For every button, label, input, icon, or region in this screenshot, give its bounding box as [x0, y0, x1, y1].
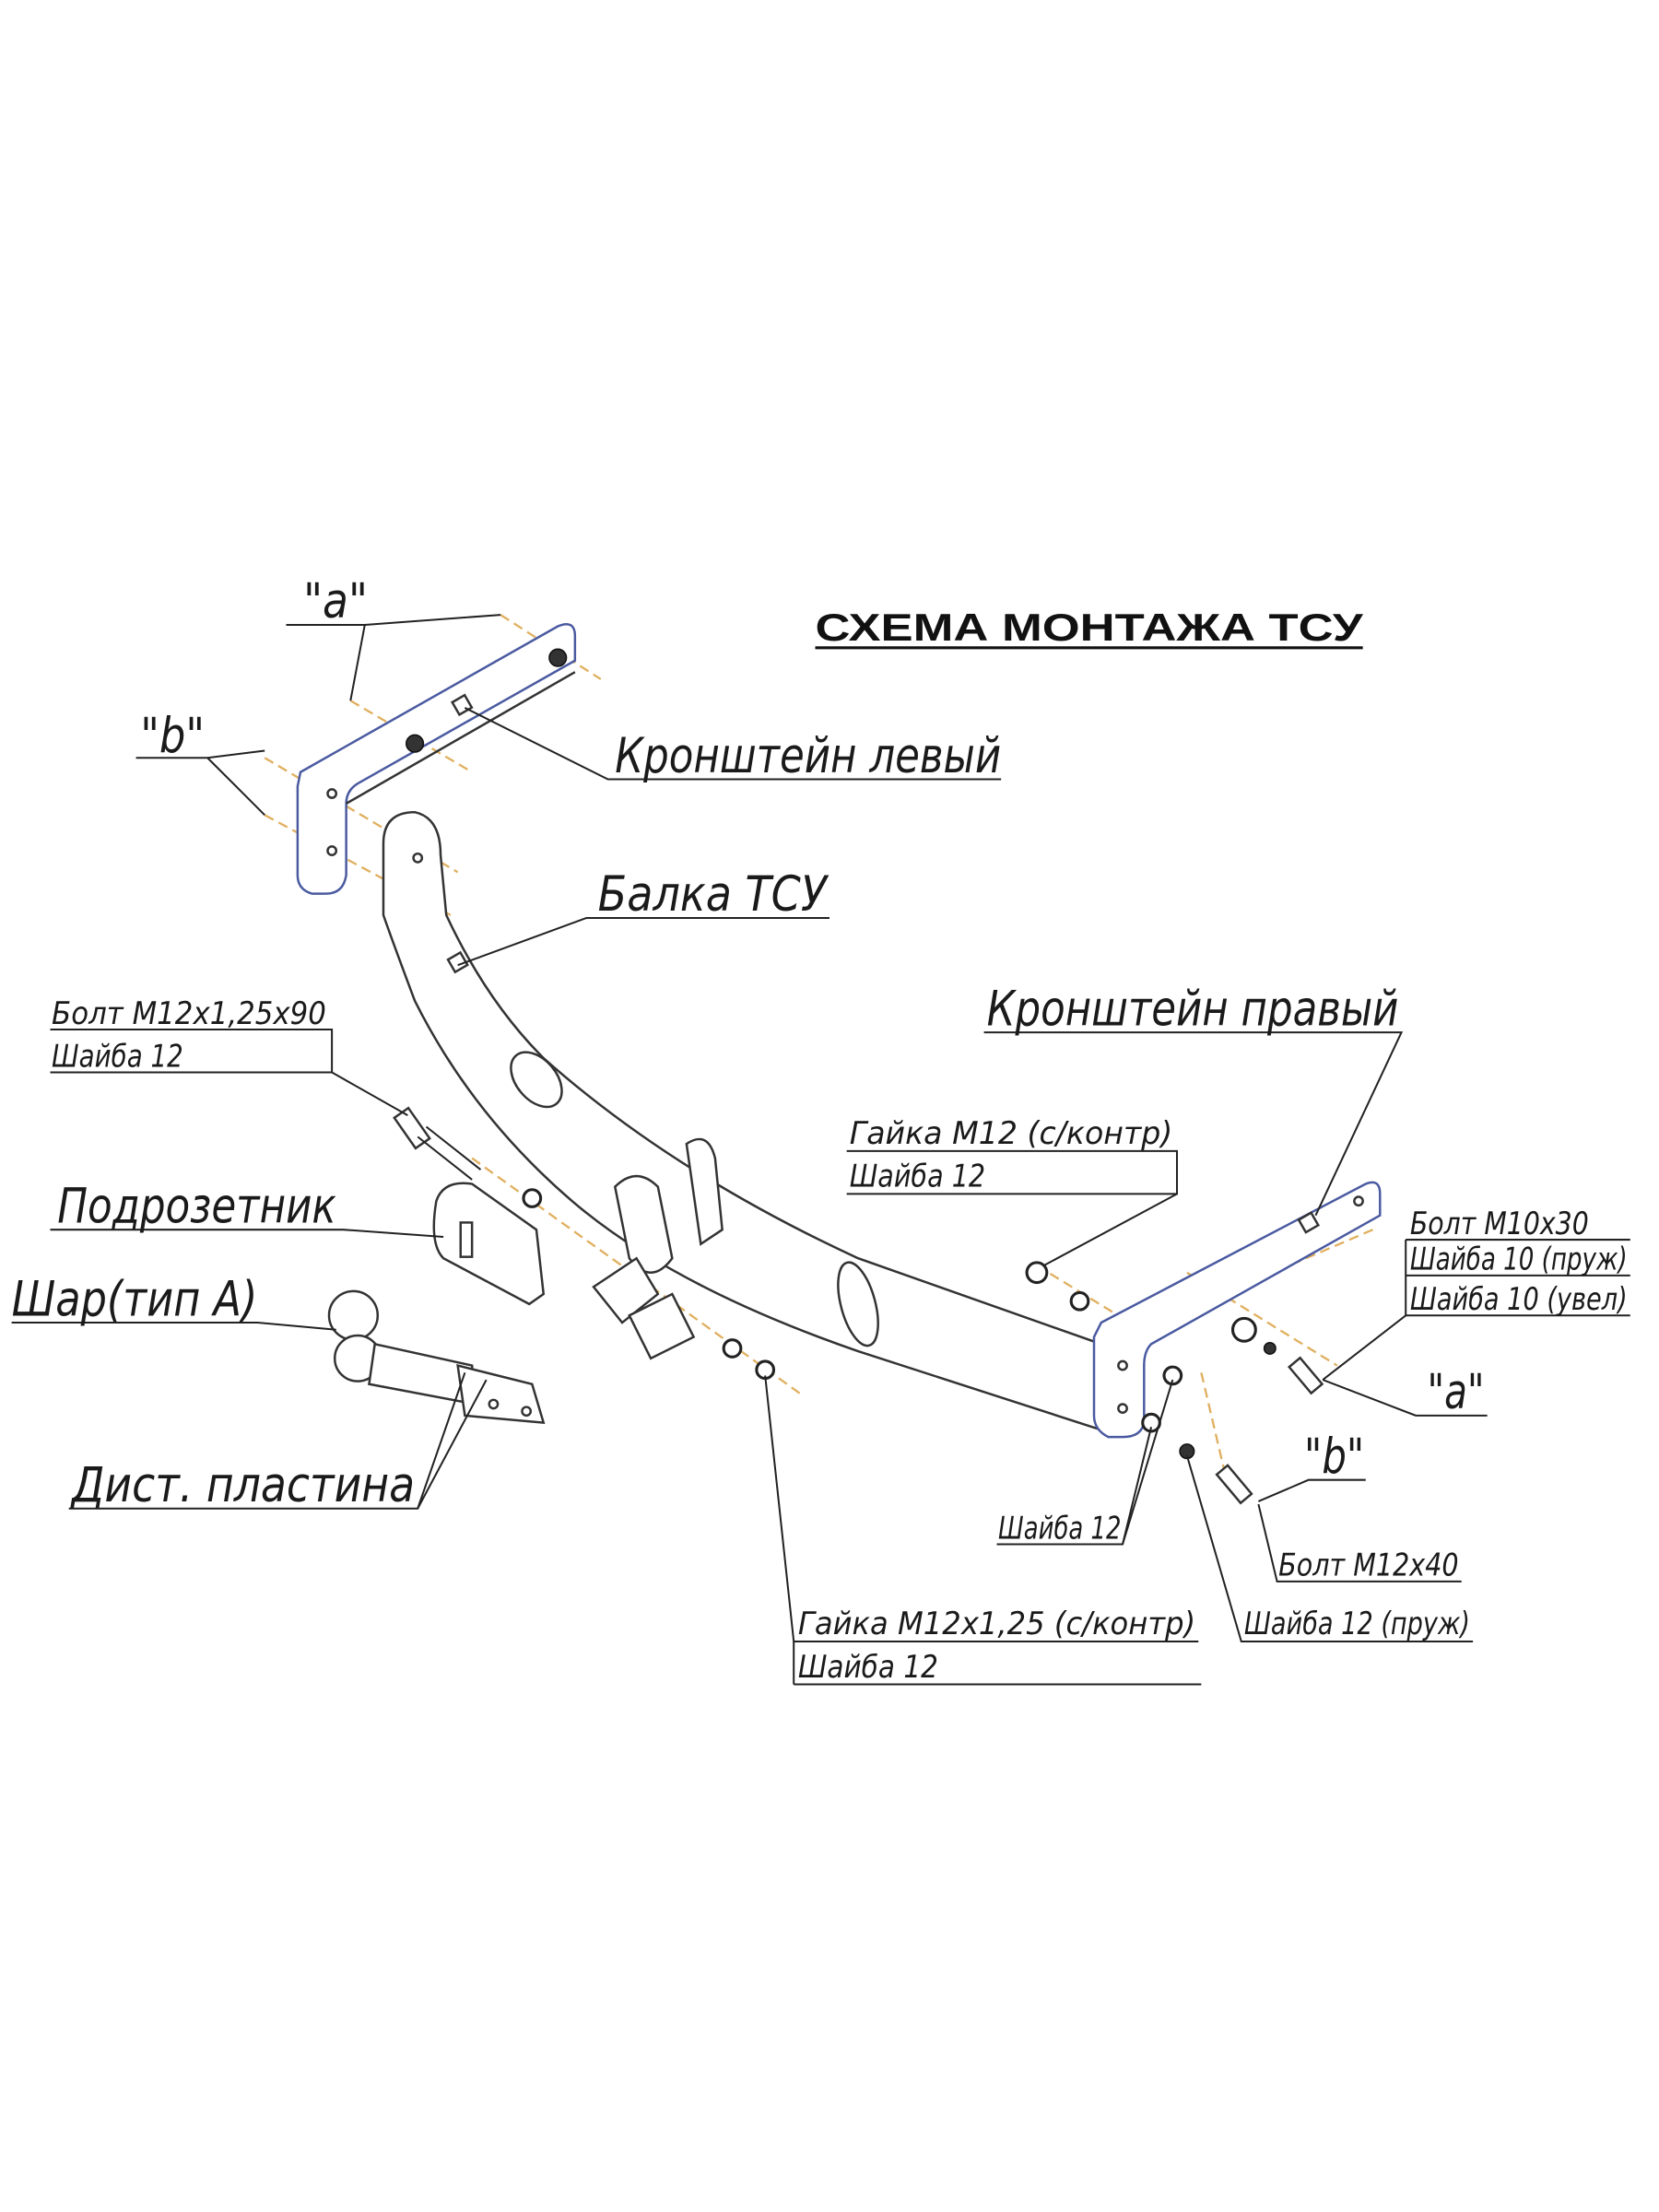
label-bolt-m12x125x90: Болт M12x1,25x90	[52, 995, 326, 1032]
label-washer-10-wide: Шайба 10 (увел)	[1410, 1281, 1628, 1318]
label-b-right: "b"	[1304, 1429, 1364, 1485]
label-socket-plate: Подрозетник	[57, 1178, 336, 1234]
label-washer-12-right: Шайба 12	[998, 1510, 1121, 1547]
label-a-top: "a"	[303, 573, 368, 629]
fasteners	[393, 1106, 1324, 1505]
label-bracket-left: Кронштейн левый	[615, 728, 1001, 784]
label-bolt-m10x30: Болт M10x30	[1410, 1206, 1589, 1242]
diagram-title: СХЕМА МОНТАЖА ТСУ	[815, 606, 1363, 649]
label-washer-10-spring: Шайба 10 (пруж)	[1410, 1241, 1628, 1278]
label-nut-m12: Гайка M12 (с/контр)	[850, 1115, 1173, 1152]
left-bracket	[296, 623, 577, 895]
label-a-right: "a"	[1427, 1364, 1484, 1420]
label-washer-12-bottom: Шайба 12	[798, 1649, 938, 1686]
label-b-left: "b"	[140, 708, 205, 764]
label-spacer-plate: Дист. пластина	[70, 1457, 415, 1513]
label-nut-m12x125: Гайка M12x1,25 (с/контр)	[798, 1606, 1195, 1642]
label-beam: Балка ТСУ	[598, 866, 830, 923]
towbar-beam	[382, 810, 1103, 1432]
socket-plate	[432, 1182, 546, 1306]
right-bracket	[1092, 1181, 1382, 1439]
tow-ball	[327, 1289, 546, 1425]
label-bolt-m12x40: Болт M12x40	[1278, 1547, 1458, 1584]
label-washer-12-nut: Шайба 12	[850, 1159, 985, 1195]
label-bracket-right: Кронштейн правый	[987, 981, 1399, 1037]
label-ball: Шар(тип А)	[12, 1271, 258, 1327]
leader-lines	[11, 614, 1630, 1686]
label-washer-12-spring: Шайба 12 (пруж)	[1244, 1606, 1470, 1642]
label-washer-12-bolt: Шайба 12	[52, 1038, 183, 1075]
